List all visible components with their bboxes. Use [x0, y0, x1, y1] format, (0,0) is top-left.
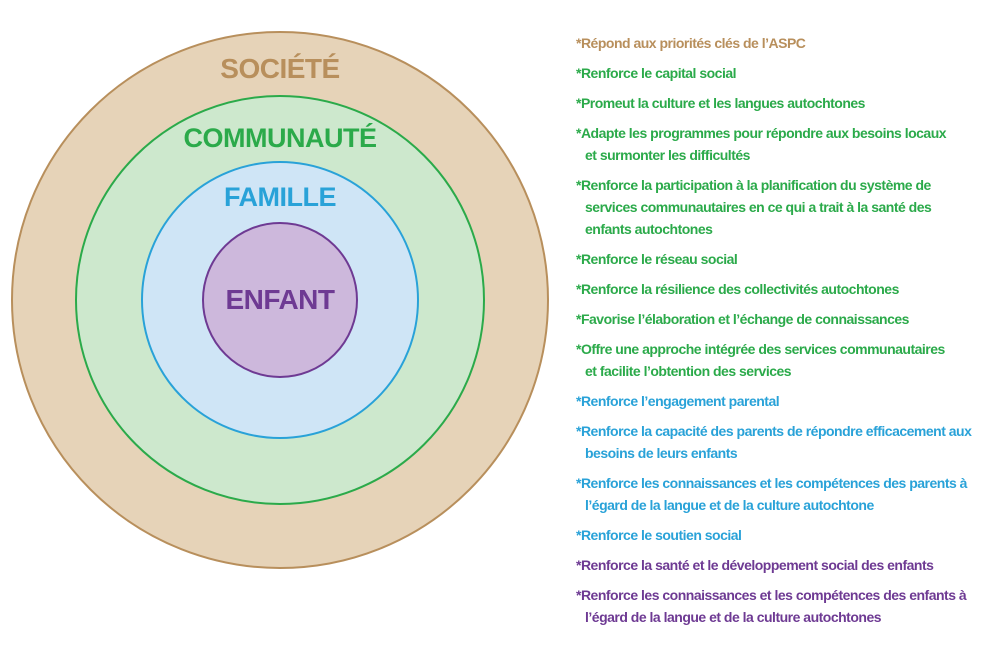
- legend-item-text: *Offre une approche intégrée des service…: [576, 341, 945, 379]
- famille-label: FAMILLE: [224, 182, 336, 212]
- societe-label: SOCIÉTÉ: [220, 53, 339, 84]
- legend-item-text: *Adapte les programmes pour répondre aux…: [576, 125, 947, 163]
- legend-item: *Renforce la résilience des collectivité…: [576, 278, 998, 300]
- legend-item: *Renforce les connaissances et les compé…: [576, 472, 998, 516]
- legend-item: *Renforce la santé et le développement s…: [576, 554, 998, 576]
- enfant-circle: [202, 222, 358, 378]
- legend-item: *Renforce l’engagement parental: [576, 390, 998, 412]
- legend-item: *Répond aux priorités clés de l’ASPC: [576, 32, 998, 54]
- legend-item-text: *Renforce les connaissances et les compé…: [576, 475, 967, 513]
- legend-item: *Renforce le réseau social: [576, 248, 998, 270]
- legend-item: *Renforce la participation à la planific…: [576, 174, 998, 240]
- legend-item: *Renforce la capacité des parents de rép…: [576, 420, 998, 464]
- legend-item: *Promeut la culture et les langues autoc…: [576, 92, 998, 114]
- legend-item-text: *Renforce le soutien social: [576, 527, 742, 543]
- legend-item-text: *Renforce la santé et le développement s…: [576, 557, 934, 573]
- benefits-legend: *Répond aux priorités clés de l’ASPC *Ren…: [576, 32, 998, 636]
- legend-item-text: *Renforce la participation à la planific…: [576, 177, 932, 237]
- legend-item-text: *Favorise l’élaboration et l’échange de …: [576, 311, 909, 327]
- legend-item-text: *Renforce la capacité des parents de rép…: [576, 423, 972, 461]
- legend-item-text: *Renforce la résilience des collectivité…: [576, 281, 899, 297]
- legend-item-text: *Répond aux priorités clés de l’ASPC: [576, 35, 806, 51]
- legend-item-text: *Promeut la culture et les langues autoc…: [576, 95, 865, 111]
- concentric-circles-diagram: SOCIÉTÉ COMMUNAUTÉ FAMILLE ENFANT: [11, 31, 549, 569]
- enfant-label: ENFANT: [226, 284, 335, 315]
- legend-item-text: *Renforce le capital social: [576, 65, 737, 81]
- legend-item-text: *Renforce les connaissances et les compé…: [576, 587, 967, 625]
- legend-item: *Favorise l’élaboration et l’échange de …: [576, 308, 998, 330]
- legend-item-text: *Renforce le réseau social: [576, 251, 738, 267]
- communaute-label: COMMUNAUTÉ: [184, 122, 377, 153]
- legend-item: *Renforce le soutien social: [576, 524, 998, 546]
- legend-item: *Renforce les connaissances et les compé…: [576, 584, 998, 628]
- legend-item-text: *Renforce l’engagement parental: [576, 393, 780, 409]
- legend-item: *Offre une approche intégrée des service…: [576, 338, 998, 382]
- legend-item: *Adapte les programmes pour répondre aux…: [576, 122, 998, 166]
- legend-item: *Renforce le capital social: [576, 62, 998, 84]
